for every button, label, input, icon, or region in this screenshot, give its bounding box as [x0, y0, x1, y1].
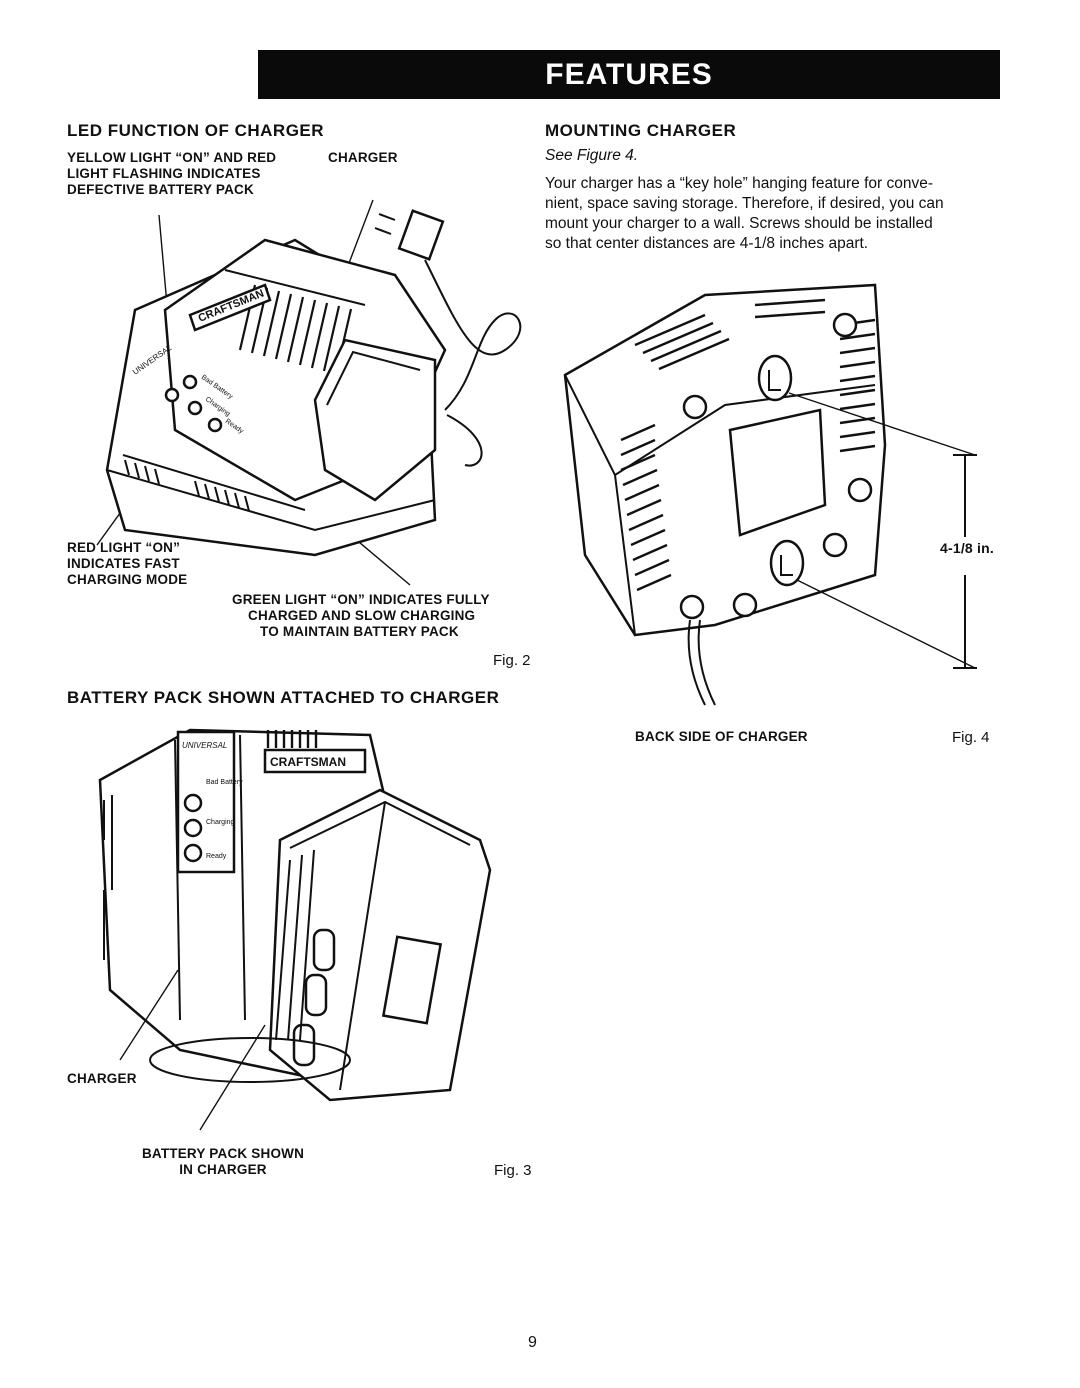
green-label-line-1: GREEN LIGHT “ON” INDICATES FULLY	[232, 592, 490, 607]
red-label-line-1: RED LIGHT “ON”	[67, 540, 181, 555]
mounting-body-line-4: so that center distances are 4-1/8 inche…	[545, 235, 869, 252]
red-light-label: RED LIGHT “ON” INDICATES FAST CHARGING M…	[67, 540, 187, 588]
yellow-led-icon	[164, 387, 180, 403]
fig3-led-bad-text: Bad Battery	[206, 779, 243, 786]
yellow-label-line-2: LIGHT FLASHING INDICATES	[67, 166, 261, 181]
page-number: 9	[528, 1334, 537, 1351]
fig2-label: Fig. 2	[493, 652, 531, 669]
mounting-body-line-1: Your charger has a “key hole” hanging fe…	[545, 175, 934, 192]
see-figure-note: See Figure 4.	[545, 147, 639, 164]
green-label-line-2: CHARGED AND SLOW CHARGING	[248, 608, 476, 623]
fig3-led-ready-text: Ready	[206, 853, 227, 860]
red-led-icon	[187, 400, 203, 416]
green-label-line-3: TO MAINTAIN BATTERY PACK	[260, 624, 459, 639]
dimension-label: 4-1/8 in.	[940, 540, 994, 556]
fig3-charger-label: CHARGER	[67, 1071, 137, 1086]
yellow-light-label: YELLOW LIGHT “ON” AND RED LIGHT FLASHING…	[67, 150, 276, 198]
mounting-body-line-3: mount your charger to a wall. Screws sho…	[545, 215, 933, 232]
fig4-back-side-illustration	[563, 283, 977, 706]
fig3-battery-charger-illustration: UNIVERSAL Bad Battery Charging Ready CRA…	[98, 728, 492, 1131]
fig3-label: Fig. 3	[494, 1162, 532, 1179]
battery-section-heading: BATTERY PACK SHOWN ATTACHED TO CHARGER	[67, 688, 500, 707]
pack-label-line-2: IN CHARGER	[179, 1162, 267, 1177]
fig3-brand-text: CRAFTSMAN	[270, 755, 346, 769]
mounting-section-heading: MOUNTING CHARGER	[545, 121, 737, 140]
red-label-line-2: INDICATES FAST	[67, 556, 180, 571]
fig3-charging-led-icon	[183, 818, 203, 838]
yellow-label-line-1: YELLOW LIGHT “ON” AND RED	[67, 150, 277, 165]
keyhole-bottom-icon	[769, 539, 805, 587]
fig3-ready-led-icon	[183, 843, 203, 863]
green-light-label: GREEN LIGHT “ON” INDICATES FULLY CHARGED…	[232, 592, 490, 640]
keyhole-top-icon	[757, 354, 793, 402]
yellow-label-line-3: DEFECTIVE BATTERY PACK	[67, 182, 254, 197]
fig2-charger-illustration: CRAFTSMAN UNIVERSAL Bad Battery Charging…	[96, 199, 522, 586]
pack-label-line-1: BATTERY PACK SHOWN	[141, 1146, 305, 1161]
fig3-led-charging-text: Charging	[206, 819, 235, 826]
fig3-panel-title: UNIVERSAL	[182, 741, 227, 750]
battery-pack-label: BATTERY PACK SHOWN IN CHARGER	[128, 1146, 318, 1178]
green-led-icon	[207, 417, 223, 433]
led-section-heading: LED FUNCTION OF CHARGER	[67, 121, 325, 140]
features-banner: FEATURES	[258, 50, 1000, 99]
back-side-label: BACK SIDE OF CHARGER	[635, 729, 808, 744]
bad-battery-led-icon	[182, 374, 198, 390]
red-label-line-3: CHARGING MODE	[67, 572, 188, 587]
banner-title: FEATURES	[545, 57, 713, 91]
charger-label-fig2: CHARGER	[328, 150, 398, 165]
fig4-label: Fig. 4	[952, 729, 990, 746]
fig3-bad-led-icon	[183, 793, 203, 813]
mounting-body-line-2: nient, space saving storage. Therefore, …	[545, 195, 944, 212]
mounting-body-text: Your charger has a “key hole” hanging fe…	[545, 174, 944, 254]
